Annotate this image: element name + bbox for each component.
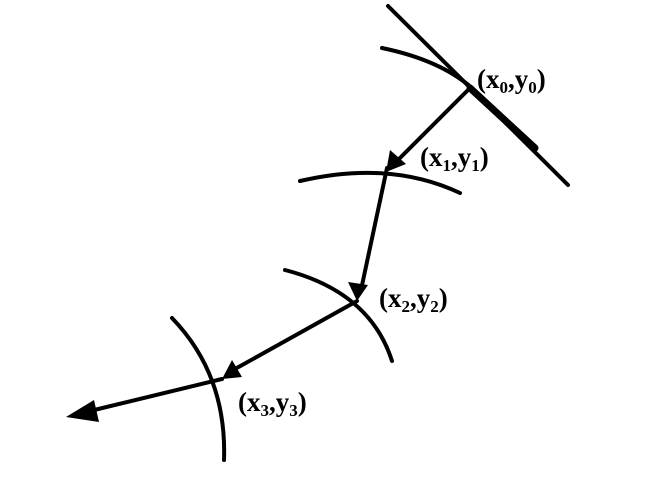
point-label-0: (x0,y0) xyxy=(477,64,546,97)
arrowhead-1 xyxy=(386,150,406,172)
arrowhead-3 xyxy=(222,360,242,379)
arrowhead-out xyxy=(66,400,99,422)
initial-surface-thick-segment xyxy=(466,84,539,152)
wavefront-2 xyxy=(283,268,394,363)
wavefront-1 xyxy=(298,170,462,195)
ray-segment-2-3 xyxy=(233,299,359,371)
arrowhead-2 xyxy=(348,282,368,301)
point-label-1: (x1,y1) xyxy=(420,142,489,175)
point-label-2: (x2,y2) xyxy=(379,283,448,316)
wavefront-0 xyxy=(380,46,474,90)
point-label-3: (x3,y3) xyxy=(238,387,307,420)
ray-segment-3-out xyxy=(88,377,224,413)
ray-segment-0-1 xyxy=(394,86,472,164)
ray-segment-1-2 xyxy=(359,166,389,292)
